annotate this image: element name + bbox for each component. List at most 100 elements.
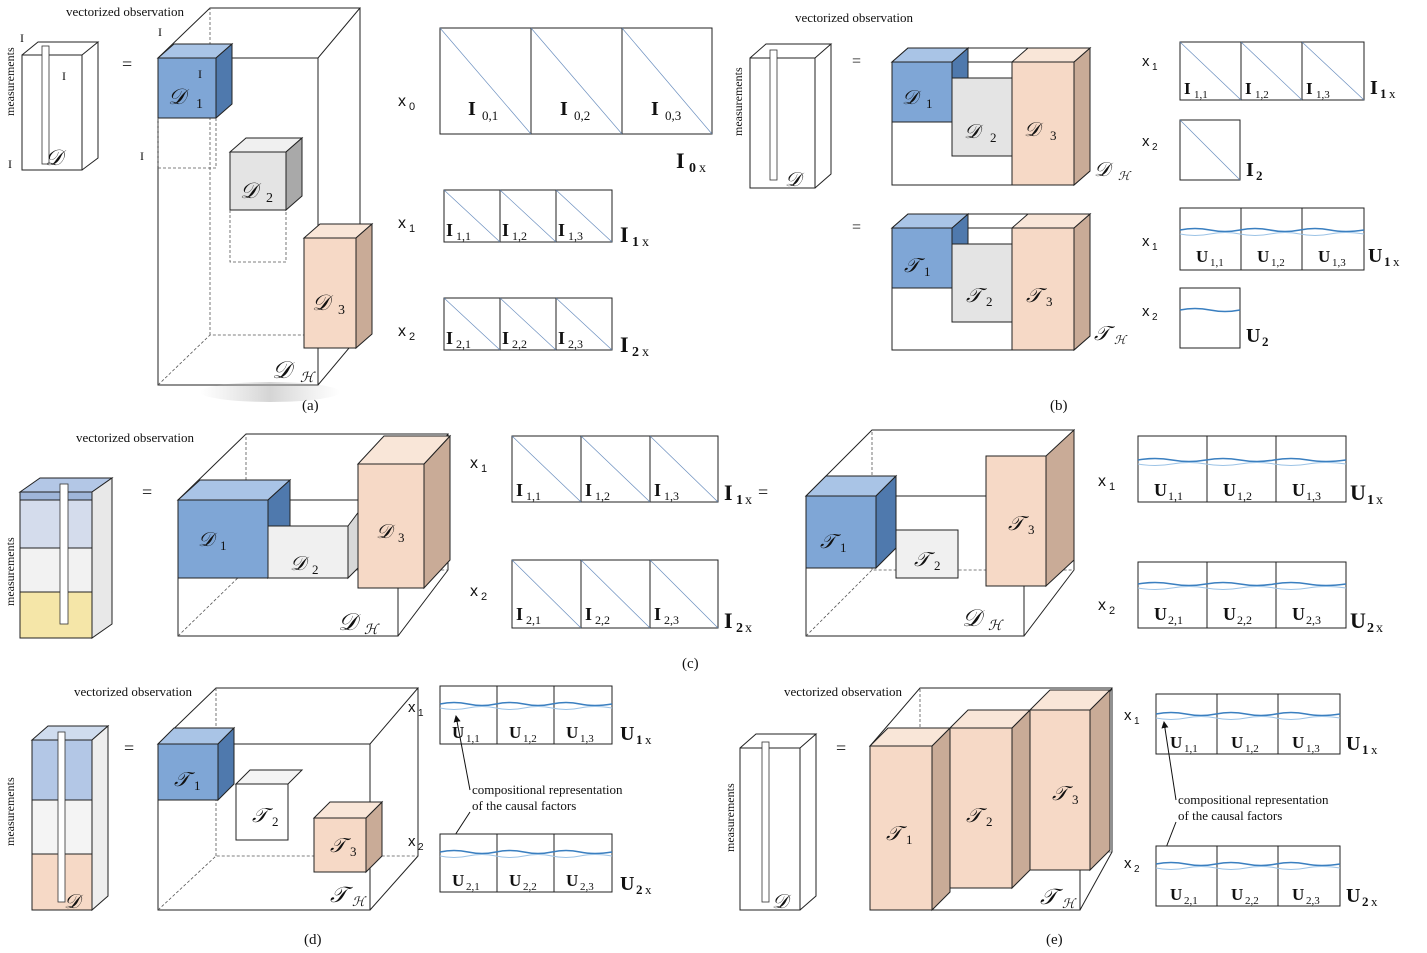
mode-subscript: 1 [1109, 481, 1115, 493]
matrix-row-x1-a: x 1 I 1,1 I 1,2 I 1,3 I 1 x [398, 189, 649, 250]
matrix-I12: I [585, 480, 592, 500]
matrix-U12: U [509, 723, 521, 742]
mode-subscript: 1 [1152, 62, 1158, 73]
panel-label-c: (c) [682, 656, 699, 672]
panel-c: vectorized observation measurements = 𝒟 … [3, 428, 1383, 672]
dim-label: I [158, 25, 162, 39]
tensor-TH: 𝒯 [1094, 323, 1116, 345]
matrix-I21: I [446, 328, 453, 348]
mode-subscript: 2 [481, 591, 487, 603]
matrix-U1x: U [620, 723, 634, 745]
panel-e: 𝒟 vectorized observation measurements = … [723, 684, 1378, 948]
compositional-label: compositional representation [472, 782, 623, 797]
mode-subscript: 2 [1152, 142, 1158, 153]
panel-a: 𝒟 vectorized observation measurements I … [3, 4, 713, 414]
matrix-subscript: x [1389, 86, 1396, 101]
compositional-label: compositional representation [1178, 792, 1329, 807]
panel-label-b: (b) [1050, 398, 1068, 414]
tensor-TH: 𝒯 [330, 882, 354, 907]
tensor-subscript: 3 [350, 844, 357, 859]
matrix-I13: I [558, 220, 565, 240]
matrix-row-x2-a: x 2 I 2,1 I 2,2 I 2,3 I 2 x [398, 297, 649, 360]
matrix-row-x0: x 0 I 0,1 I 0,2 I 0,3 I 0 x [398, 27, 713, 176]
measurements-label: measurements [3, 47, 17, 116]
matrix-I21: I [516, 604, 523, 624]
tensor-subscript: 2 [266, 191, 273, 206]
matrix-subscript: 1 [636, 732, 643, 747]
vectorized-label: vectorized observation [784, 684, 903, 699]
matrix-U13: U [1318, 247, 1330, 266]
core-cube-TH-e: 𝒯 1 𝒯 2 𝒯 3 𝒯 ℋ [868, 687, 1113, 912]
tensor-subscript: 1 [906, 832, 913, 847]
observation-cube-a: 𝒟 [21, 41, 100, 171]
mode-subscript: 2 [1152, 312, 1158, 323]
tensor-subscript: 3 [1028, 522, 1035, 537]
dim-label: I [8, 157, 12, 171]
matrix-subscript: x [1371, 742, 1378, 757]
matrix-subscript: 1,1 [456, 229, 471, 243]
matrix-subscript: 1,2 [1245, 743, 1259, 755]
matrix-subscript: 2,3 [568, 337, 583, 351]
matrix-I12: I [502, 220, 509, 240]
tensor-subscript: ℋ [352, 894, 367, 909]
matrix-I2x: I [620, 332, 629, 357]
mode-subscript: 2 [1134, 864, 1140, 875]
mode-subscript: 2 [418, 842, 424, 853]
matrix-subscript: 2 [1262, 334, 1269, 349]
mode-x1: x [1124, 707, 1132, 724]
tensor-subscript: 3 [1072, 792, 1079, 807]
matrix-subscript: 1,3 [1316, 89, 1330, 101]
matrix-subscript: 2,3 [580, 881, 594, 893]
measurements-label: measurements [723, 783, 737, 852]
observation-cube-b: 𝒟 [749, 43, 833, 191]
mode-x1: x [398, 215, 406, 232]
matrix-U1x: U [1350, 480, 1366, 505]
observation-cube-e: 𝒟 [739, 733, 818, 913]
tensor-D1: 𝒟 [902, 87, 922, 109]
matrix-subscript: 1,1 [1194, 89, 1208, 101]
matrix-subscript: 1,1 [466, 733, 480, 745]
matrix-subscript: x [645, 732, 652, 747]
matrix-I1x: I [724, 480, 733, 505]
mode-x2: x [408, 833, 416, 850]
matrix-U11: U [1154, 480, 1167, 500]
matrix-subscript: x [745, 621, 752, 636]
mode-subscript: 1 [418, 708, 424, 719]
matrix-row-U1-b: x 1 U 1,1 U 1,2 U 1,3 U 1 x [1142, 207, 1400, 271]
matrix-I23: I [654, 604, 661, 624]
matrix-subscript: 1,3 [1332, 257, 1346, 269]
matrix-U22: U [1223, 604, 1236, 624]
matrix-subscript: 2,3 [1306, 613, 1321, 627]
equals-sign: = [852, 53, 861, 70]
matrix-I0x: I [676, 148, 685, 173]
matrix-subscript: 1,1 [1210, 257, 1224, 269]
matrix-subscript: 1,2 [523, 733, 537, 745]
tensor-DH: 𝒟 [1094, 159, 1114, 181]
equals-sign: = [758, 482, 768, 502]
mode-subscript: 0 [409, 101, 415, 113]
matrix-subscript: 2,1 [456, 337, 471, 351]
matrix-I01: I [468, 98, 476, 120]
equals-sign: = [142, 482, 152, 502]
measurements-label: measurements [3, 537, 17, 606]
equals-sign: = [852, 219, 861, 236]
matrix-U22: U [509, 871, 521, 890]
mode-x2: x [1142, 133, 1150, 150]
big-cube-DH-c: 𝒟 1 𝒟 2 𝒟 3 𝒟 ℋ [176, 433, 452, 638]
matrix-subscript: x [699, 161, 706, 176]
matrix-subscript: x [642, 345, 649, 360]
matrix-subscript: 1,2 [1237, 489, 1252, 503]
matrix-U1x: U [1346, 733, 1360, 755]
matrix-subscript: 1,2 [512, 229, 527, 243]
matrix-subscript: x [1371, 894, 1378, 909]
matrix-row-x2-c: x 2 I 2,1 I 2,2 I 2,3 I 2 x [470, 559, 752, 636]
equals-sign: = [124, 738, 134, 758]
vectorized-label: vectorized observation [795, 10, 914, 25]
matrix-subscript: 0,2 [574, 108, 590, 123]
tensor-TH: 𝒯 [1040, 884, 1064, 909]
tensor-D1: 𝒟 [198, 529, 218, 551]
matrix-row-U2-b: x 2 U 2 [1142, 287, 1269, 349]
matrix-U11: U [1196, 247, 1208, 266]
core-cube-TH-d: 𝒯 1 𝒯 2 𝒯 3 𝒯 ℋ [156, 687, 420, 911]
